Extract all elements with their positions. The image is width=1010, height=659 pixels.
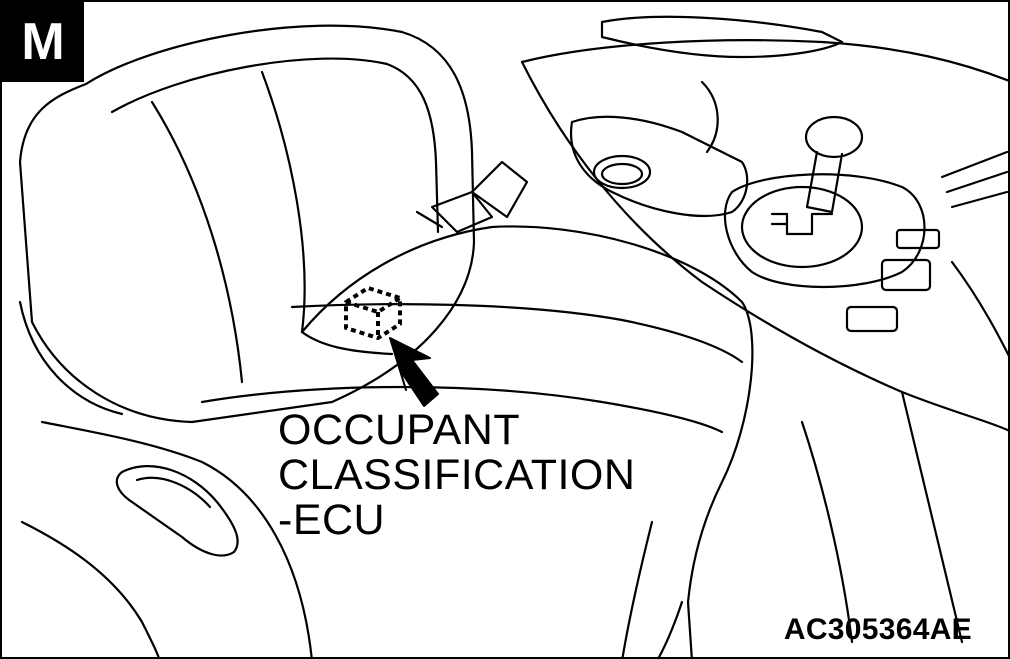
- callout-line-3: -ECU: [278, 496, 386, 544]
- shift-pattern: [772, 214, 832, 234]
- switch-3: [847, 307, 897, 331]
- console-vent: [942, 152, 1007, 207]
- callout-line-2: CLASSIFICATION: [278, 451, 636, 499]
- seat-bolster: [42, 422, 312, 659]
- console-side-2: [802, 422, 852, 642]
- ecu-box-icon: [346, 288, 400, 338]
- console-side: [902, 392, 962, 642]
- seat-back-inner: [112, 59, 438, 232]
- seat-cushion-side: [657, 602, 682, 659]
- console-tray: [571, 117, 747, 216]
- seat-cushion-side-2: [622, 522, 652, 659]
- console-trim: [952, 262, 1010, 362]
- console-outline: [522, 40, 1010, 82]
- seat-lever-inner: [137, 478, 210, 507]
- belt-strap: [417, 212, 442, 227]
- seat-bolster-2: [22, 522, 160, 659]
- seat-cushion-piping: [292, 304, 742, 362]
- switch-1: [897, 230, 939, 248]
- shift-gate: [742, 187, 862, 267]
- console-edge: [522, 62, 1010, 432]
- seat-cushion-front: [202, 387, 722, 432]
- switch-2: [882, 260, 930, 290]
- handbrake-grip: [702, 82, 718, 152]
- cup-holder: [594, 156, 650, 188]
- handbrake: [602, 17, 842, 57]
- seat-back-seam: [152, 102, 242, 382]
- cup-holder-inner: [602, 164, 642, 184]
- callout-line-1: OCCUPANT: [278, 406, 521, 454]
- shift-panel: [725, 174, 925, 287]
- belt-buckle: [472, 162, 527, 217]
- ecu-callout-label: OCCUPANT CLASSIFICATION -ECU: [278, 408, 678, 543]
- seat-back-outline: [20, 26, 474, 422]
- seat-back-seam-2: [262, 72, 305, 332]
- belt-buckle-2: [432, 192, 492, 232]
- mode-badge-letter: M: [21, 13, 65, 71]
- shift-stem: [807, 152, 842, 212]
- pointer-arrow-icon: [390, 338, 438, 406]
- seat-back-edge: [20, 302, 122, 414]
- seat-cushion-outline: [302, 226, 752, 659]
- seat-lever: [117, 466, 238, 555]
- figure-code: AC305364AE: [783, 613, 972, 646]
- shift-knob: [806, 117, 862, 157]
- mode-badge-icon: M: [2, 2, 84, 82]
- seat-cushion-seam: [302, 332, 392, 354]
